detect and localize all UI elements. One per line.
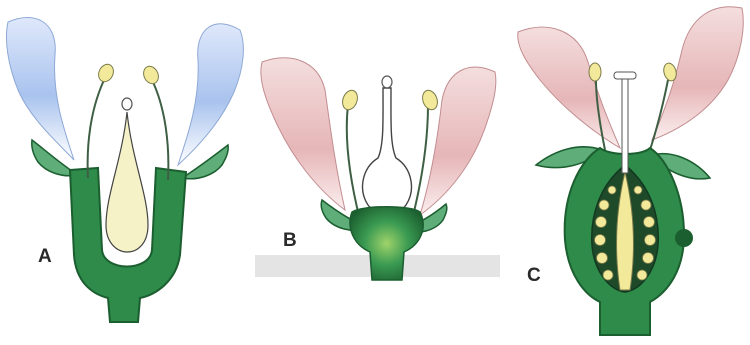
ovule	[634, 186, 642, 194]
flower-c	[518, 7, 743, 335]
flower-c-style	[622, 78, 628, 173]
flower-a	[6, 17, 243, 322]
flower-a-left-petal	[6, 17, 74, 160]
ovule	[603, 270, 613, 280]
ovule	[608, 186, 616, 194]
flower-a-left-anther	[96, 62, 116, 84]
flower-b-right-anther	[420, 88, 440, 112]
ovule	[641, 200, 651, 210]
flower-a-right-petal	[178, 24, 243, 165]
flower-c-receptacle-bump	[675, 229, 693, 247]
flower-c-left-anther	[589, 63, 601, 81]
flower-b-left-filament	[347, 105, 360, 220]
flower-a-left-filament	[88, 78, 105, 178]
flower-b-left-anther	[340, 88, 360, 112]
ovule	[643, 253, 654, 264]
ovule	[644, 217, 655, 228]
panel-label-b: B	[283, 230, 297, 252]
ovule	[596, 217, 607, 228]
flower-a-ovary	[106, 112, 148, 252]
panel-label-a: A	[38, 246, 52, 268]
ovule	[645, 235, 656, 246]
flower-a-stigma	[122, 98, 132, 110]
flower-a-right-anther	[141, 64, 161, 86]
flower-c-stigma	[614, 72, 636, 79]
panel-label-c: C	[527, 265, 541, 287]
flower-a-right-filament	[152, 80, 168, 180]
flower-b-ovary	[363, 88, 412, 213]
flower-c-left-petal	[518, 27, 620, 148]
flower-b-left-petal	[261, 58, 345, 210]
ovule	[637, 270, 647, 280]
flower-b-stigma	[382, 76, 392, 88]
ovule	[599, 200, 609, 210]
ovule	[597, 253, 608, 264]
flower-b-right-petal	[420, 67, 496, 215]
ovule	[595, 235, 606, 246]
